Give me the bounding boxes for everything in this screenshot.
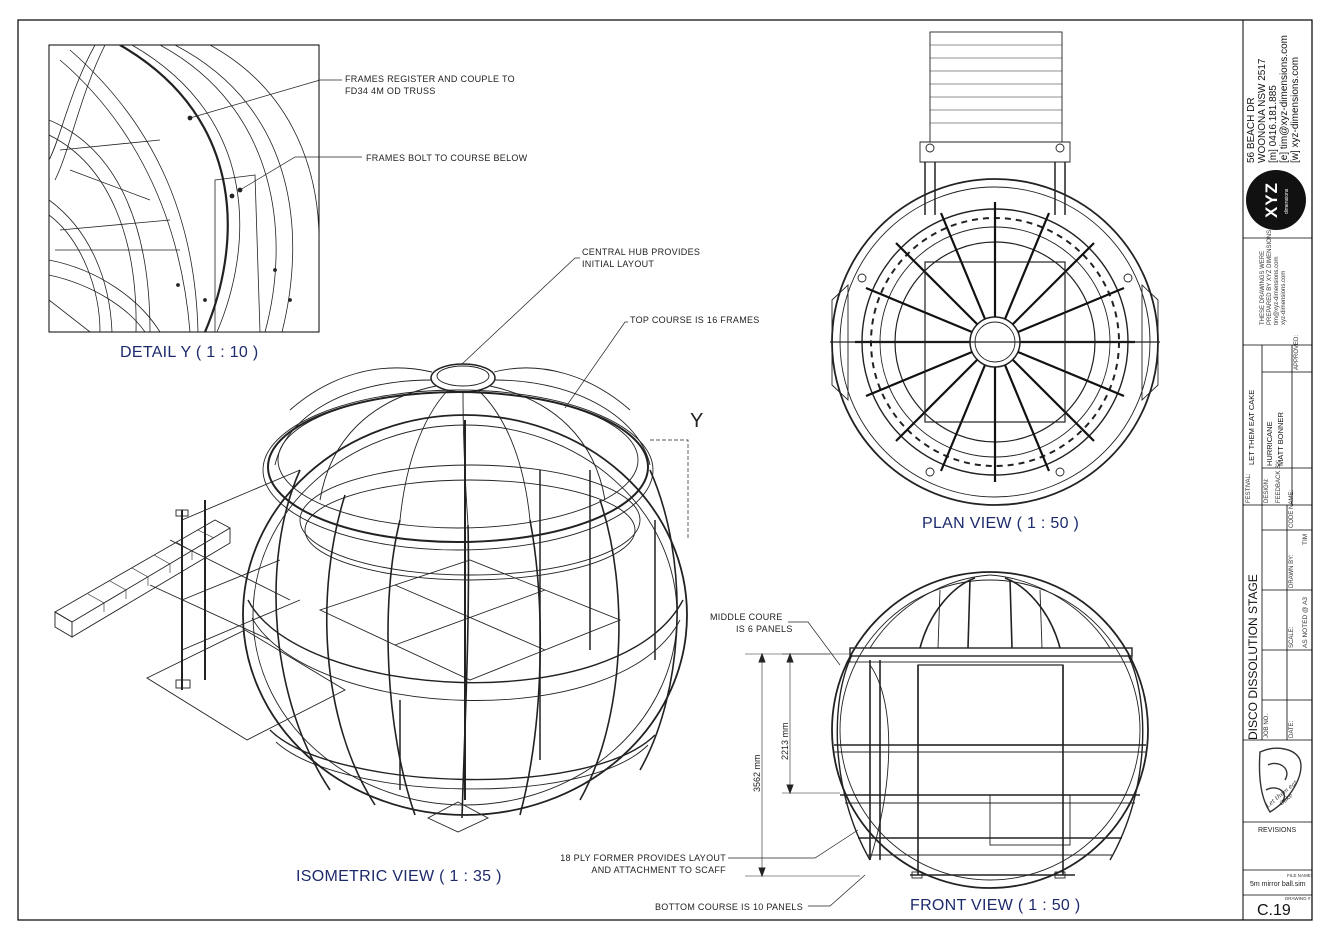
email: [e] tim@xyz-dimensions.com <box>1279 35 1290 163</box>
code-label: CODE NAME: <box>1289 489 1295 528</box>
note-ply-former: 18 PLY FORMER PROVIDES LAYOUT AND ATTACH… <box>560 852 726 876</box>
design-value: HURRICANE <box>1265 421 1274 466</box>
isometric-view-title: ISOMETRIC VIEW ( 1 : 35 ) <box>296 868 502 885</box>
drawing-number: C.19 <box>1257 902 1291 919</box>
note-frames-register: FRAMES REGISTER AND COUPLE TO FD34 4M OD… <box>345 73 515 97</box>
xyz-logo-disc <box>1246 170 1306 230</box>
section-marker-y: Y <box>690 410 704 432</box>
website: [w] xyz-dimensions.com <box>1290 56 1301 163</box>
design-label: DESIGN: <box>1264 478 1270 503</box>
festival-label: FESTIVAL: <box>1246 473 1252 503</box>
phone: [m] 0416.181.885 <box>1268 85 1279 163</box>
xyz-logo-sub: dimensions <box>1284 188 1290 214</box>
title-block-lines <box>1243 237 1312 896</box>
plan-view-title: PLAN VIEW ( 1 : 50 ) <box>922 515 1080 532</box>
client-logo-mark <box>1258 747 1302 813</box>
scale-value: AS NOTED @ A3 <box>1302 596 1309 648</box>
drawing-number-label: DRAWING # <box>1285 896 1311 901</box>
project-title: DISCO DISSOLUTION STAGE <box>1246 574 1260 740</box>
revisions-label: REVISIONS <box>1258 827 1297 834</box>
contact-block: 56 BEACH DR WOONONA NSW 2517 [m] 0416.18… <box>1246 35 1301 163</box>
note-central-hub: CENTRAL HUB PROVIDES INITIAL LAYOUT <box>582 246 700 270</box>
isometric-view <box>54 257 689 833</box>
note-line: INITIAL LAYOUT <box>582 259 655 269</box>
prepared-value: MATT BONNER <box>1276 412 1285 466</box>
file-name-value: 5m mirror ball.sim <box>1250 881 1306 888</box>
note-frames-bolt: FRAMES BOLT TO COURSE BELOW <box>366 153 528 163</box>
prepared-label: FEEDBACK BY: <box>1276 459 1282 503</box>
festival-value: LET THEM EAT CAKE <box>1247 389 1256 465</box>
approved-label: APPROVED: <box>1294 334 1300 370</box>
detail-y-view <box>48 44 362 333</box>
drawn-label: DRAWN BY: <box>1289 554 1295 588</box>
date-label: DATE: <box>1289 720 1295 738</box>
front-view-title: FRONT VIEW ( 1 : 50 ) <box>910 897 1081 914</box>
scale-label: SCALE: <box>1289 626 1295 648</box>
disclaimer-line: PREPARED BY XYZ DIMENSIONS <box>1267 229 1273 325</box>
disclaimer-line: THESE DRAWINGS WERE <box>1260 250 1266 325</box>
disclaimer-line: tim@xyz-dimensions.com <box>1274 256 1280 325</box>
job-label: JOB NO. <box>1264 713 1270 738</box>
note-line: 18 PLY FORMER PROVIDES LAYOUT <box>560 853 726 863</box>
note-line: CENTRAL HUB PROVIDES <box>582 247 701 257</box>
disclaimer-line: xyz-dimensions.com <box>1281 270 1287 325</box>
note-line: FRAMES REGISTER AND COUPLE TO <box>345 74 515 84</box>
plan-view <box>830 31 1160 506</box>
front-view <box>728 571 1149 907</box>
address-line-1: 56 BEACH DR <box>1246 97 1257 163</box>
note-line: IS 6 PANELS <box>736 624 793 634</box>
sheet-border <box>17 19 1313 921</box>
note-line: FD34 4M OD TRUSS <box>345 86 436 96</box>
note-line: MIDDLE COURE <box>710 612 783 622</box>
address-line-2: WOONONA NSW 2517 <box>1257 58 1268 163</box>
dimension-overall: 3562 mm <box>752 754 762 792</box>
note-top-course: TOP COURSE IS 16 FRAMES <box>630 315 760 325</box>
drawn-value: TIM <box>1302 533 1309 545</box>
file-name-label: FILE NAME: <box>1287 873 1313 878</box>
xyz-logo-text: XYZ <box>1262 181 1281 218</box>
disclaimer: THESE DRAWINGS WERE PREPARED BY XYZ DIME… <box>1260 230 1288 325</box>
note-middle-course: MIDDLE COURE IS 6 PANELS <box>710 611 793 635</box>
note-bottom-course: BOTTOM COURSE IS 10 PANELS <box>655 902 804 912</box>
detail-view-title: DETAIL Y ( 1 : 10 ) <box>120 344 259 361</box>
note-line: AND ATTACHMENT TO SCAFF <box>591 865 726 875</box>
dimension-inner: 2213 mm <box>780 722 790 760</box>
